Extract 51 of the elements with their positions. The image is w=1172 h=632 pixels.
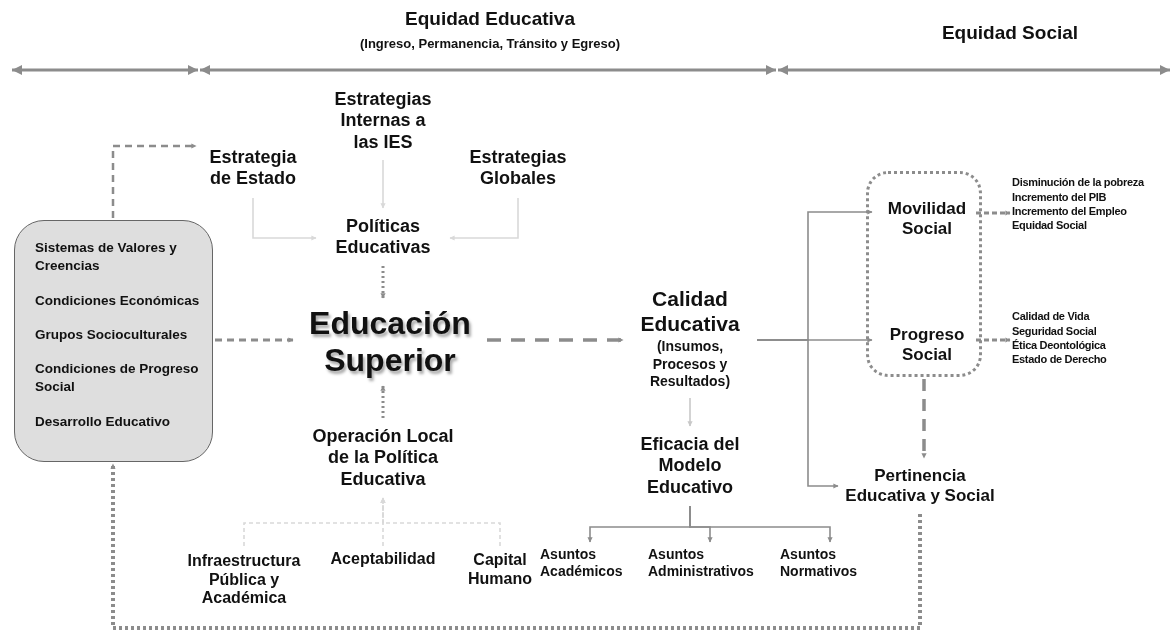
node-label: Asuntos Normativos: [780, 544, 880, 582]
arrow: [380, 266, 386, 299]
node-label: Aceptabilidad: [320, 548, 446, 570]
node-label: Eficacia del Modelo Educativo: [620, 428, 760, 504]
outcome-text: Disminución de la pobreza: [1012, 175, 1144, 190]
node-label: Progreso Social: [877, 320, 977, 370]
outcome-text: Calidad de Vida: [1012, 309, 1090, 324]
node-label: Estrategias Internas a las IES: [328, 84, 438, 158]
factor-box: [14, 220, 213, 462]
header-sublabel: (Ingreso, Permanencia, Tránsito y Egreso): [358, 36, 622, 51]
outcome-text: Incremento del Empleo: [1012, 204, 1127, 219]
factor-text: Desarrollo Educativo: [35, 412, 171, 431]
arrow: [976, 210, 1011, 216]
arrow: [215, 337, 294, 343]
arrow: [487, 337, 624, 343]
arrow: [687, 397, 693, 427]
factor-text: Condiciones Económicas: [35, 291, 200, 310]
arrow: [380, 497, 501, 547]
arrow: [921, 379, 927, 459]
arrow: [380, 385, 386, 418]
node-label: Pertinencia Educativa y Social: [840, 460, 1000, 512]
node-label: Infraestructura Pública y Académica: [172, 548, 316, 612]
outcome-text: Equidad Social: [1012, 218, 1087, 233]
arrow: [976, 337, 1011, 343]
node-label: Asuntos Administrativos: [648, 544, 772, 582]
node-subtitle: (Insumos, Procesos y Resultados): [648, 338, 732, 391]
node-label: Políticas Educativas: [318, 210, 448, 264]
factor-text: Grupos Socioculturales: [35, 325, 188, 344]
outcome-text: Seguridad Social: [1012, 323, 1097, 338]
dotted-group-box: [866, 171, 982, 377]
node-label: Operación Local de la Política Educativa: [304, 420, 462, 496]
arrow: [449, 197, 519, 241]
node-label: Estrategias Globales: [463, 140, 573, 196]
arrow: [380, 159, 386, 209]
factor-text: Sistemas de Valores y Creencias: [35, 239, 178, 276]
outcome-text: Incremento del PIB: [1012, 189, 1107, 204]
node-label: Estrategia de Estado: [198, 140, 308, 196]
header-label: Equidad Educativa: [404, 8, 576, 30]
node-label: Movilidad Social: [877, 194, 977, 244]
node-label: Educación Superior: [295, 300, 485, 384]
node-title: Calidad Educativa: [639, 286, 741, 337]
arrow: [110, 463, 922, 630]
outcome-text: Ética Deontológica: [1012, 338, 1106, 353]
header-label: Equidad Social: [940, 22, 1080, 44]
outcome-text: Estado de Derecho: [1012, 352, 1107, 367]
arrow: [756, 339, 839, 489]
arrow: [252, 197, 317, 241]
node-label: Asuntos Académicos: [540, 544, 640, 582]
arrow: [689, 505, 833, 543]
factor-text: Condiciones de Progreso Social: [35, 360, 200, 397]
arrow: [111, 143, 197, 218]
